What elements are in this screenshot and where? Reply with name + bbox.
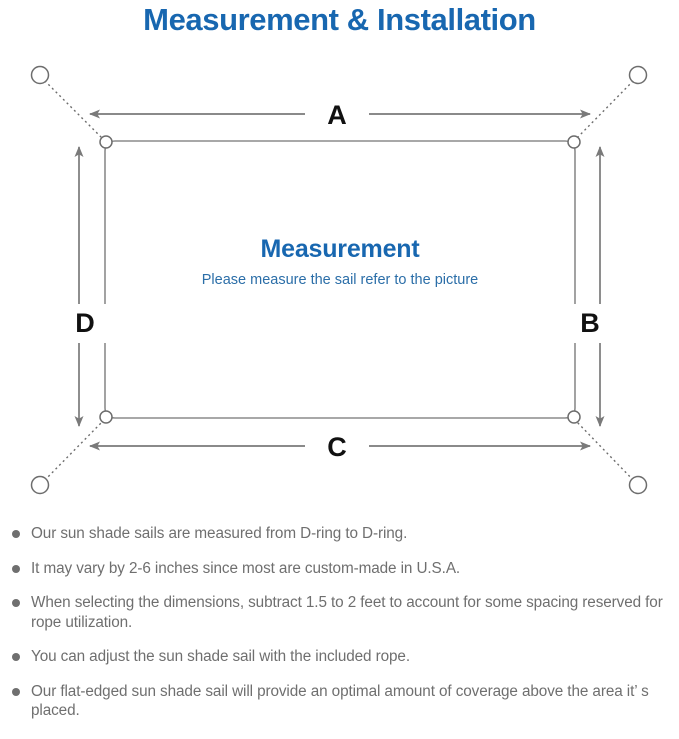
dimension-label-a: A xyxy=(305,98,369,133)
anchor-point-top-left xyxy=(30,65,50,85)
bullet-icon xyxy=(12,653,20,662)
note-text: When selecting the dimensions, subtract … xyxy=(31,594,663,631)
rope-bottom-right xyxy=(575,420,638,485)
note-text: Our sun shade sails are measured from D-… xyxy=(31,525,408,542)
list-item: Our sun shade sails are measured from D-… xyxy=(0,524,679,544)
sail-caption-title: Measurement xyxy=(260,235,420,263)
d-ring-top-left xyxy=(99,135,113,149)
note-text: You can adjust the sun shade sail with t… xyxy=(31,648,410,666)
anchor-point-bottom-left xyxy=(30,475,50,495)
bullet-icon xyxy=(12,564,20,573)
bullet-icon xyxy=(12,687,20,696)
note-text: It may vary by 2-6 inches since most are… xyxy=(31,559,461,577)
list-item: Our flat-edged sun shade sail will provi… xyxy=(0,682,679,721)
rope-lines xyxy=(40,76,638,485)
dimension-label-c: C xyxy=(305,430,369,465)
rope-top-left xyxy=(40,76,104,140)
notes-list: Our sun shade sails are measured from D-… xyxy=(0,524,679,736)
d-ring-bottom-left xyxy=(99,410,113,424)
sail-caption-subtitle: Please measure the sail refer to the pic… xyxy=(201,271,479,288)
bullet-icon xyxy=(12,599,20,608)
anchor-points xyxy=(30,65,648,495)
list-item: It may vary by 2-6 inches since most are… xyxy=(0,559,679,579)
bullet-icon xyxy=(12,530,20,538)
note-text: Our flat-edged sun shade sail will provi… xyxy=(31,682,649,720)
measurement-diagram: A B C D Measurement Please measure the s… xyxy=(0,46,679,516)
anchor-point-bottom-right xyxy=(628,475,648,495)
d-ring-top-right xyxy=(567,135,581,149)
d-rings xyxy=(99,135,581,424)
list-item: When selecting the dimensions, subtract … xyxy=(0,593,679,632)
anchor-point-top-right xyxy=(628,65,648,85)
dimension-label-d: D xyxy=(58,304,112,343)
sail-center-caption: Measurement Please measure the sail refe… xyxy=(105,235,575,289)
page-title: Measurement & Installation xyxy=(143,2,536,37)
rope-bottom-left xyxy=(40,420,104,485)
dimension-label-b: B xyxy=(563,304,617,343)
d-ring-bottom-right xyxy=(567,410,581,424)
list-item: You can adjust the sun shade sail with t… xyxy=(0,647,679,667)
rope-top-right xyxy=(575,76,638,140)
sail-shape xyxy=(104,140,576,419)
